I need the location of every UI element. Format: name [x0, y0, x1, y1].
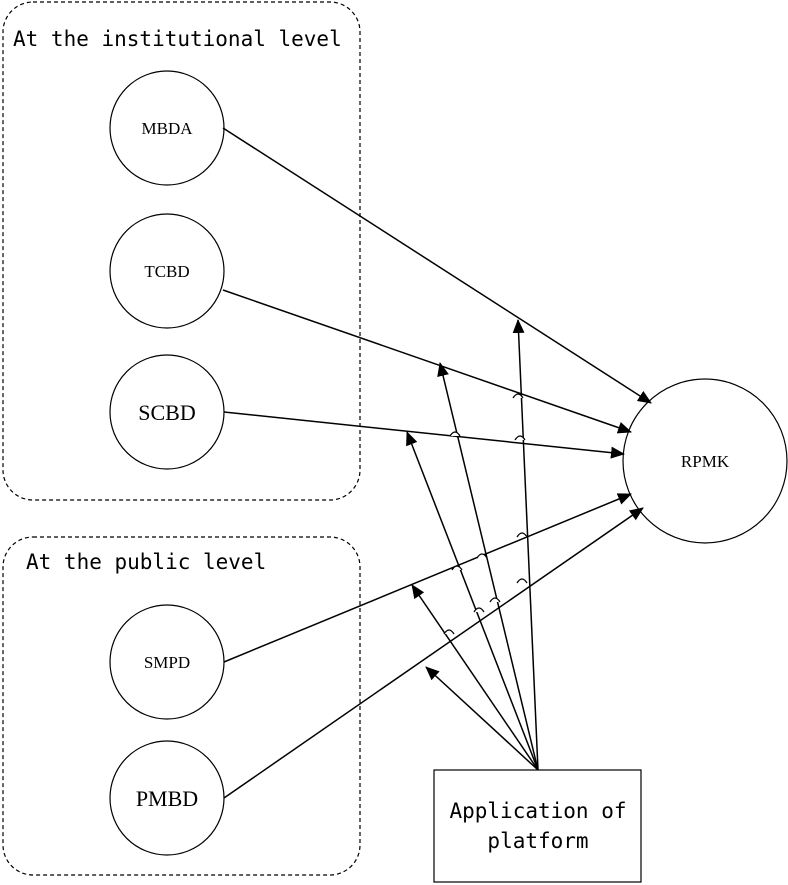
platform-arrow-smpd-path	[411, 584, 539, 771]
rpmk-label: RPMK	[681, 452, 730, 471]
crossing-hop	[451, 565, 463, 571]
tcbd-node	[109, 213, 225, 329]
rpmk-node	[622, 378, 788, 544]
pmbd-label: PMBD	[136, 786, 198, 811]
crossing-hop	[489, 597, 501, 603]
public-group-label: At the public level	[26, 550, 266, 574]
scbd-to-rpmk-arrow	[223, 411, 625, 459]
platform-arrow-pmbd-path	[425, 666, 539, 771]
crossing-hop	[443, 629, 455, 635]
scbd-label: SCBD	[138, 400, 195, 425]
public-group-box	[2, 536, 361, 876]
pmbd-to-rpmk-arrow	[223, 507, 644, 799]
platform-label-line1: Application of	[449, 799, 626, 823]
crossing-hop	[449, 431, 461, 437]
crossing-hop	[476, 553, 488, 559]
tcbd-label: TCBD	[144, 262, 189, 281]
crossing-hop	[473, 607, 485, 613]
institutional-group-box	[2, 1, 361, 501]
smpd-label: SMPD	[144, 653, 190, 672]
platform-arrow-tcbd-path	[437, 362, 539, 771]
crossing-hop	[512, 393, 524, 399]
platform-arrow-scbd-path	[406, 431, 539, 771]
tcbd-to-rpmk-arrow	[222, 289, 632, 434]
crossing-hop	[516, 532, 528, 538]
mbda-label: MBDA	[141, 119, 193, 138]
platform-box	[433, 769, 642, 883]
crossing-hop	[514, 435, 526, 441]
mbda-to-rpmk-arrow	[222, 127, 652, 404]
institutional-group-label: At the institutional level	[13, 27, 342, 51]
smpd-to-rpmk-arrow	[223, 493, 632, 663]
platform-label-line2: platform	[487, 829, 588, 853]
crossing-hop	[516, 578, 528, 584]
